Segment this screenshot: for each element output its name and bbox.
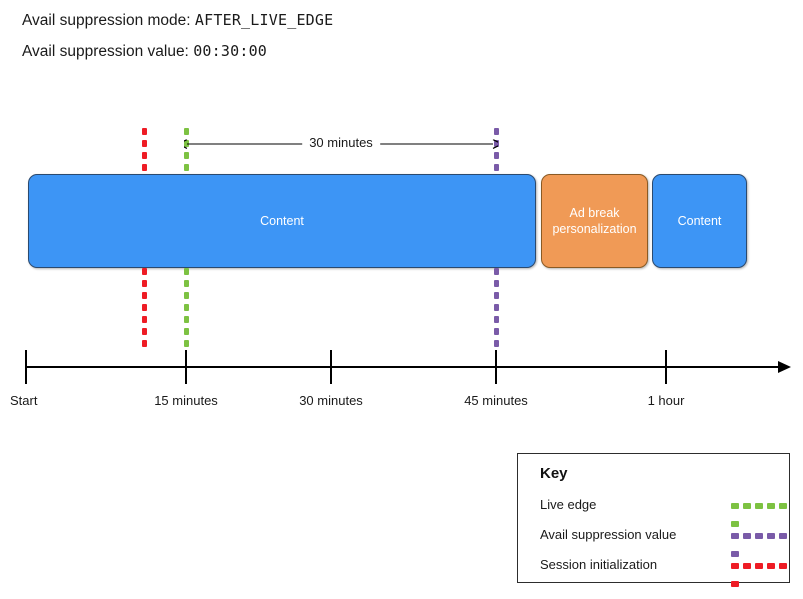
axis-label: Start <box>10 393 38 408</box>
session-initialization-line-above <box>142 128 147 174</box>
legend-item-swatch <box>731 563 797 587</box>
legend-item-swatch <box>731 533 797 557</box>
legend-title: Key <box>540 465 568 482</box>
timeline-segment-content-2: Content <box>652 174 747 268</box>
avail-suppression-mode-value: AFTER_LIVE_EDGE <box>194 11 334 29</box>
avail-suppression-value-label: Avail suppression value: <box>22 43 189 60</box>
avail-suppression-mode-line: Avail suppression mode: AFTER_LIVE_EDGE <box>22 11 333 30</box>
avail-suppression-line-below <box>494 268 499 347</box>
legend-item-swatch <box>731 503 797 527</box>
live-edge-line-below <box>184 268 189 347</box>
axis-label: 45 minutes <box>464 393 528 408</box>
axis-tick <box>330 350 333 384</box>
legend-item-label: Live edge <box>540 497 597 512</box>
legend-item-label: Session initialization <box>540 557 658 572</box>
span-arrow-label: 30 minutes <box>302 135 380 150</box>
timeline-axis-line <box>26 366 780 369</box>
axis-label: 1 hour <box>647 393 685 408</box>
timeline-segment-ad-break: Ad break personalization <box>541 174 648 268</box>
axis-label: 30 minutes <box>299 393 363 408</box>
timeline-segment-content-1: Content <box>28 174 536 268</box>
session-initialization-line-below <box>142 268 147 347</box>
axis-arrowhead-icon <box>778 361 791 373</box>
axis-tick <box>495 350 498 384</box>
axis-label: 15 minutes <box>154 393 218 408</box>
legend-item-label: Avail suppression value <box>540 527 677 542</box>
avail-suppression-mode-label: Avail suppression mode: <box>22 12 191 29</box>
avail-suppression-value-line: Avail suppression value: 00:30:00 <box>22 42 267 61</box>
axis-tick <box>665 350 668 384</box>
axis-tick <box>25 350 28 384</box>
timeline-segment-label: Content <box>677 214 722 228</box>
timeline-segment-label: Ad break personalization <box>552 206 637 236</box>
axis-tick <box>185 350 188 384</box>
timeline-segment-label: Content <box>260 214 304 228</box>
avail-suppression-value-value: 00:30:00 <box>193 42 268 60</box>
